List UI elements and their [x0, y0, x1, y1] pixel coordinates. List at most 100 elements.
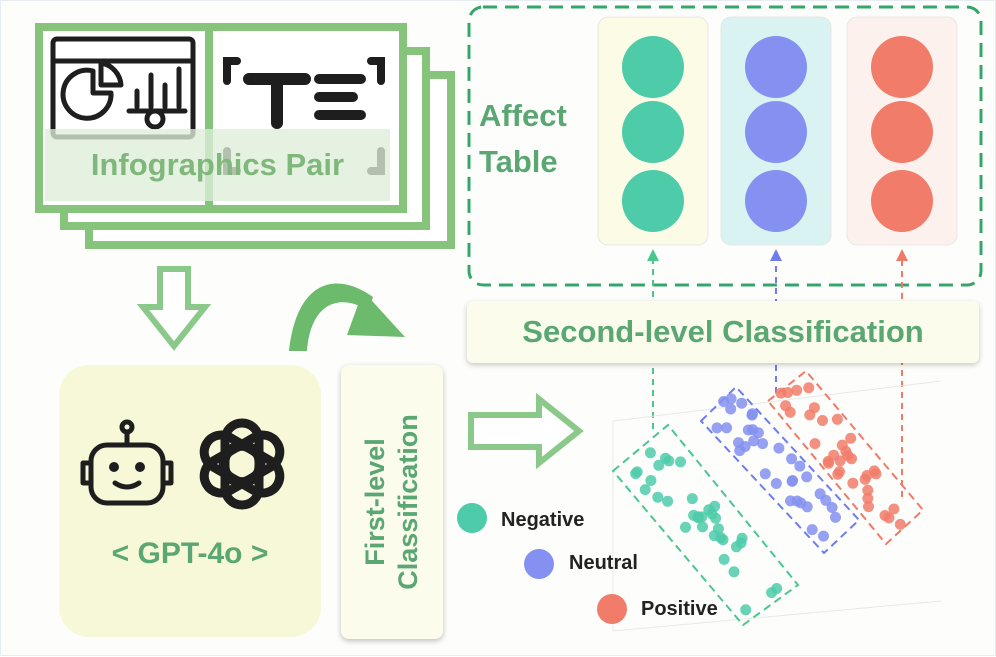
- affect-table-label-line1: Affect: [479, 98, 567, 133]
- legend-negative-label: Negative: [501, 509, 585, 531]
- legend-positive-label: Positive: [641, 598, 718, 620]
- positive-marker: [871, 36, 933, 98]
- positive-cluster-box: [766, 369, 925, 546]
- first-level-classification-box: [341, 365, 443, 639]
- legend-neutral-label: Neutral: [569, 552, 638, 574]
- neutral-scatter-point: [736, 397, 748, 409]
- affect-table-label: Affect Table: [479, 93, 589, 185]
- positive-scatter-point: [863, 501, 874, 513]
- positive-scatter-point: [832, 468, 844, 480]
- positive-scatter-point: [836, 439, 848, 451]
- negative-scatter-point: [696, 511, 708, 523]
- positive-scatter-point: [831, 413, 843, 425]
- negative-scatter-point: [718, 553, 730, 565]
- positive-scatter-point: [782, 387, 794, 398]
- negative-scatter-point: [662, 495, 674, 507]
- negative-scatter-point: [740, 604, 752, 616]
- positive-scatter-point: [862, 492, 874, 504]
- neutral-scatter-point: [721, 422, 733, 434]
- neutral-marker: [745, 101, 807, 163]
- neutral-scatter-point: [820, 494, 832, 506]
- negative-scatter-point: [712, 523, 724, 535]
- negative-scatter-point: [680, 521, 691, 533]
- positive-scatter-point: [803, 382, 815, 394]
- neutral-marker: [745, 36, 807, 98]
- text-format-icon: [223, 57, 385, 175]
- negative-scatter-point: [644, 447, 656, 459]
- negative-scatter-point: [663, 455, 675, 467]
- neutral-marker: [745, 170, 807, 232]
- neutral-scatter-point: [725, 393, 737, 405]
- negative-scatter-point: [675, 456, 686, 468]
- neutral-scatter-point: [786, 475, 798, 487]
- neutral-scatter-point: [794, 460, 806, 472]
- positive-scatter-point: [823, 457, 835, 469]
- connector-arrowheads: [647, 249, 908, 261]
- neutral-scatter-point: [748, 435, 760, 447]
- negative-scatter-point: [717, 534, 729, 546]
- affect-columns: [597, 16, 958, 246]
- neutral-scatter-point: [806, 524, 818, 536]
- negative-scatter-point: [639, 484, 651, 496]
- neutral-scatter-point: [770, 478, 782, 489]
- negative-scatter-point: [709, 500, 721, 512]
- neutral-scatter-point: [826, 502, 838, 513]
- second-level-classification-box: Second-level Classification: [467, 301, 979, 363]
- legend-negative-swatch: [457, 503, 487, 533]
- negative-scatter-point: [653, 459, 665, 471]
- positive-scatter-point: [791, 384, 803, 396]
- neutral-scatter-point: [711, 422, 723, 434]
- negative-scatter-point: [697, 521, 708, 533]
- first-level-line1: First-level: [360, 438, 390, 566]
- pie-chart-document-icon: [50, 36, 196, 140]
- robot-icon: [80, 419, 174, 506]
- positive-scatter-point: [879, 510, 891, 521]
- neutral-scatter-point: [830, 511, 841, 523]
- negative-scatter-point: [686, 493, 698, 505]
- hollow-arrow-right-icon: [468, 392, 584, 470]
- connectors: [652, 257, 903, 497]
- positive-scatter-point: [842, 450, 854, 461]
- positive-marker: [871, 101, 933, 163]
- negative-scatter-point: [652, 491, 664, 503]
- neutral-scatter-point: [785, 495, 796, 507]
- positive-scatter-point: [834, 455, 846, 467]
- neutral-scatter-point: [786, 453, 798, 465]
- affect-table-label-line2: Table: [479, 144, 558, 179]
- neutral-scatter-point: [747, 424, 759, 436]
- legend-neutral-swatch: [524, 549, 554, 579]
- positive-scatter-point: [870, 468, 882, 480]
- legend-positive-swatch: [597, 594, 627, 624]
- curved-arrow-icon: [289, 283, 405, 351]
- neutral-scatter-point: [725, 403, 737, 415]
- positive-scatter-point: [862, 484, 874, 496]
- neutral-scatter-point: [773, 442, 785, 454]
- positive-scatter-point: [845, 432, 857, 444]
- positive-scatter-point: [804, 409, 816, 421]
- negative-scatter-point: [645, 475, 657, 486]
- positive-scatter-point: [847, 477, 859, 489]
- negative-marker: [622, 36, 684, 98]
- neutral-scatter-point: [818, 530, 829, 542]
- positive-scatter-point: [817, 415, 828, 426]
- negative-scatter-point: [766, 587, 778, 599]
- gpt-model-label: < GPT-4o >: [111, 537, 269, 570]
- negative-scatter-point: [728, 566, 740, 578]
- negative-scatter-point: [630, 468, 642, 480]
- openai-logo-icon: [199, 418, 285, 510]
- neutral-scatter-point: [733, 437, 744, 449]
- positive-scatter-point: [784, 406, 796, 418]
- positive-scatter-point: [894, 518, 906, 530]
- neutral-scatter-point: [746, 408, 758, 420]
- neutral-scatter-point: [801, 471, 813, 483]
- first-level-line2: Classification: [393, 414, 423, 590]
- infographics-pair-label: Infographics Pair: [45, 129, 390, 201]
- neutral-scatter-point: [759, 468, 771, 480]
- negative-marker: [622, 101, 684, 163]
- affect-table-container: [467, 5, 983, 287]
- negative-scatter-point: [730, 541, 742, 553]
- neutral-scatter-point: [757, 438, 769, 450]
- negative-cluster-box: [611, 423, 800, 627]
- negative-marker: [622, 170, 684, 232]
